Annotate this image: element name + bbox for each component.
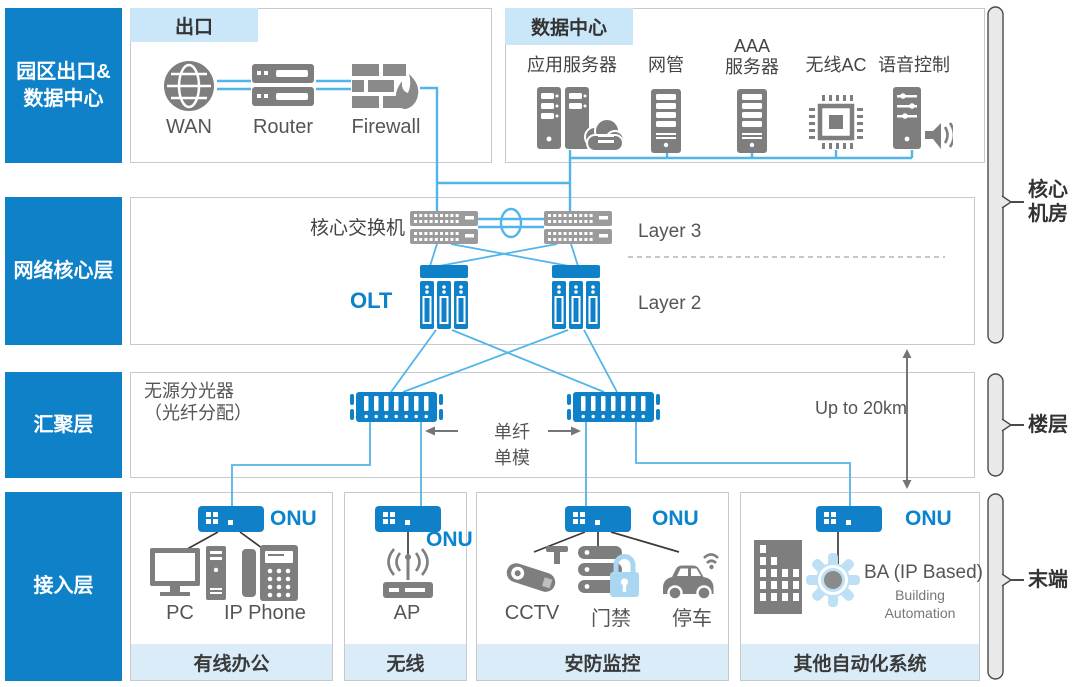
footer-automation: 其他自动化系统 (741, 644, 979, 680)
onu-icon-security (565, 506, 631, 532)
datacenter-tab: 数据中心 (505, 8, 633, 45)
sidebar-label: 网络核心层 (13, 259, 114, 282)
sidebar-item-campus-exit-datacenter: 园区出口&数据中心 (5, 8, 122, 163)
cctv-camera-icon (504, 546, 570, 600)
onu-icon-wired (198, 506, 264, 532)
olt-right-icon (552, 265, 600, 329)
wan-label: WAN (166, 116, 212, 138)
wireless-ac-chip-icon (809, 95, 863, 149)
voice-control-label: 语音控制 (878, 55, 950, 75)
fiber-note: 单纤 单模 (494, 422, 530, 468)
optical-splitter-left-icon (350, 392, 443, 422)
olt-left-icon (420, 265, 468, 329)
exit-tab: 出口 (130, 8, 258, 42)
footer-wireless: 无线 (345, 644, 466, 680)
onu-label-wired: ONU (270, 507, 317, 530)
pc-label: PC (166, 602, 194, 624)
terminal-bracket (987, 493, 1024, 680)
floor-bracket-label: 楼层 (1028, 414, 1068, 436)
footer-wired-office: 有线办公 (131, 644, 332, 680)
ip-phone-icon (242, 545, 298, 601)
nms-label: 网管 (648, 55, 684, 75)
layer2-label: Layer 2 (638, 293, 702, 314)
core-switch-right-icon (544, 211, 612, 244)
door-access-icon (578, 544, 640, 602)
olt-label: OLT (350, 288, 393, 313)
sidebar-item-aggregation-layer: 汇聚层 (5, 372, 122, 478)
sidebar-label: 接入层 (33, 575, 94, 597)
aggregation-section-box (130, 372, 975, 478)
ba-label: BA (IP Based) (864, 562, 983, 583)
footer-security: 安防监控 (477, 644, 728, 680)
pc-icon (150, 546, 228, 604)
wan-globe-icon (163, 60, 215, 112)
aaa-server-icon (737, 89, 767, 153)
splitter-label: 无源分光器 （光纤分配） (144, 381, 252, 423)
door-access-label: 门禁 (591, 608, 631, 630)
onu-label-security: ONU (652, 507, 699, 530)
ip-phone-label: IP Phone (224, 602, 306, 624)
building-icon (754, 540, 802, 614)
core-room-bracket (987, 6, 1024, 344)
optical-splitter-right-icon (567, 392, 660, 422)
ap-icon (379, 548, 437, 600)
distance-label: Up to 20km (815, 398, 908, 418)
sidebar-label: 汇聚层 (33, 413, 94, 436)
layer3-label: Layer 3 (638, 221, 702, 242)
firewall-icon (352, 64, 420, 110)
sidebar-label: 园区出口&数据中心 (16, 60, 111, 110)
core-switch-left-icon (410, 211, 478, 244)
onu-icon-automation (816, 506, 882, 532)
parking-car-icon (658, 548, 724, 602)
router-label: Router (252, 116, 314, 138)
router-icon (252, 64, 314, 108)
wireless-ac-label: 无线AC (805, 55, 867, 75)
nms-server-icon (651, 89, 681, 153)
core-room-bracket-label: 核心 机房 (1028, 179, 1068, 225)
terminal-bracket-label: 末端 (1028, 569, 1068, 591)
gear-icon (806, 553, 860, 607)
sidebar-item-network-core-layer: 网络核心层 (5, 197, 122, 345)
onu-label-automation: ONU (905, 507, 952, 530)
onu-icon-wireless (375, 506, 441, 532)
ap-label: AP (393, 602, 421, 624)
app-server-label: 应用服务器 (527, 55, 617, 75)
aaa-server-label: AAA 服务器 (725, 36, 779, 77)
firewall-label: Firewall (351, 116, 421, 138)
cctv-label: CCTV (504, 602, 560, 624)
voice-control-icon (893, 87, 953, 153)
core-switch-label: 核心交换机 (309, 218, 405, 239)
onu-label-wireless: ONU (426, 528, 473, 551)
floor-bracket (987, 373, 1024, 477)
parking-label: 停车 (672, 608, 712, 630)
ba-sub-label: Building Automation (884, 587, 956, 621)
sidebar-item-access-layer: 接入层 (5, 492, 122, 681)
app-server-icon (537, 87, 625, 153)
